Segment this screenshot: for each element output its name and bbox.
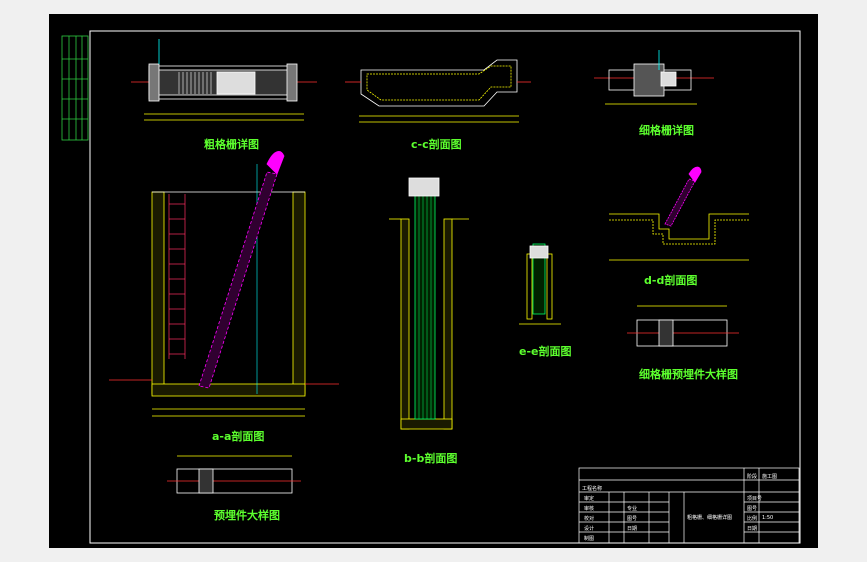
fine-embed-detail	[627, 305, 739, 347]
title-block-stage-value: 施工图	[762, 474, 778, 480]
dd-section-title: d-d剖面图	[644, 274, 698, 287]
binding-strip	[61, 35, 89, 141]
fine-embed-title: 细格栅预埋件大样图	[639, 368, 738, 381]
title-block-row: 校对	[584, 516, 595, 522]
title-block-mid-row: 图号	[627, 516, 638, 522]
ee-section-title: e-e剖面图	[519, 345, 572, 358]
cc-section	[345, 59, 531, 123]
title-block-right-row: 项目号	[747, 496, 763, 502]
aa-section	[109, 151, 339, 417]
title-block-mid-row: 日期	[627, 526, 638, 532]
title-block-row: 审核	[584, 506, 595, 512]
bb-section-title: b-b剖面图	[404, 452, 458, 465]
title-block-row: 审定	[584, 496, 595, 502]
title-block-stage: 阶段	[747, 474, 758, 480]
fine-screen-plan	[594, 50, 714, 105]
ee-section	[519, 243, 561, 325]
title-block-frame	[578, 467, 800, 544]
embed-detail-title: 预埋件大样图	[214, 509, 280, 522]
title-block-right-row: 比例	[747, 516, 758, 522]
aa-section-title: a-a剖面图	[212, 430, 265, 443]
dd-section	[609, 166, 749, 261]
cad-drawing-canvas: 粗格栅详图 c-c剖面图 细格栅详图 a-a剖面图 b-b剖面图 d-d剖面图 …	[49, 14, 818, 548]
title-block-scale: 1:50	[762, 515, 774, 521]
cc-section-title: c-c剖面图	[411, 138, 462, 151]
title-block-row: 设计	[584, 526, 595, 532]
coarse-screen-title: 粗格栅详图	[204, 138, 259, 151]
title-block-drawing-name: 粗格栅、细格栅详图	[687, 515, 733, 521]
embed-detail	[167, 455, 301, 494]
bb-section	[389, 177, 469, 430]
title-block-project-name: 工程名称	[582, 486, 603, 492]
title-block-right-row: 图号	[747, 506, 758, 512]
drawing-sheet	[61, 30, 801, 544]
title-block-right-row: 日期	[747, 526, 758, 532]
fine-screen-title: 细格栅详图	[639, 124, 694, 137]
title-block-mid-row: 专业	[627, 506, 638, 512]
title-block-row: 制图	[584, 536, 595, 542]
coarse-screen-plan	[131, 39, 317, 121]
